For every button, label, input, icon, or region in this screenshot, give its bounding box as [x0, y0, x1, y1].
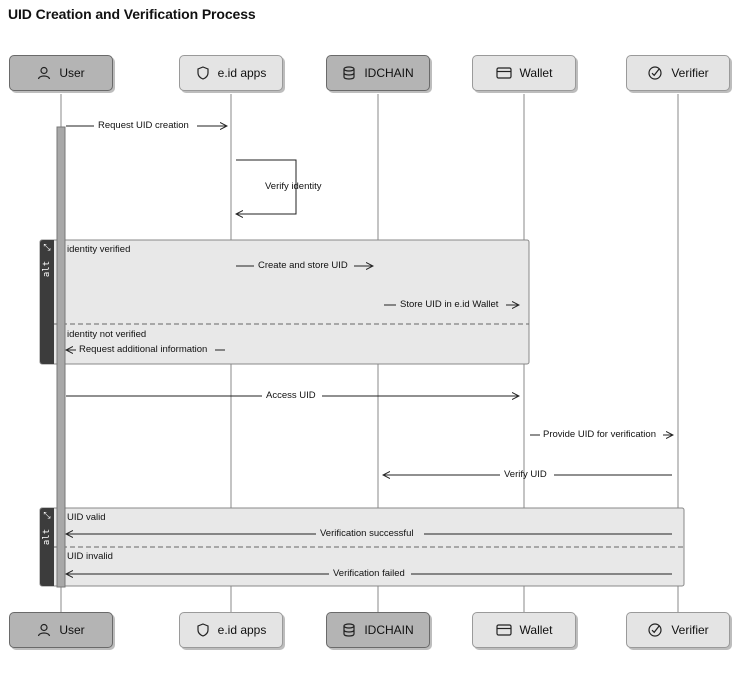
- condition-uid-valid: UID valid: [67, 512, 106, 523]
- alt-tab-2: ⤡ alt: [40, 508, 54, 586]
- expand-icon: ⤡: [43, 242, 51, 252]
- check-circle-icon: [648, 623, 662, 637]
- message-label: Request UID creation: [98, 120, 189, 131]
- message-label: Create and store UID: [258, 260, 348, 271]
- alt-tab-1: ⤡ alt: [40, 240, 54, 364]
- diagram-title: UID Creation and Verification Process: [8, 6, 256, 22]
- participant-wallet-bottom: Wallet: [472, 612, 576, 648]
- condition-uid-invalid: UID invalid: [67, 551, 113, 562]
- message-label: Verification successful: [320, 528, 414, 539]
- shield-icon: [197, 66, 209, 80]
- participant-label: Wallet: [519, 623, 553, 637]
- message-label: Provide UID for verification: [543, 429, 656, 440]
- participant-label: Verifier: [671, 66, 709, 80]
- shield-icon: [197, 623, 209, 637]
- participant-label: User: [59, 66, 85, 80]
- participant-wallet-top: Wallet: [472, 55, 576, 91]
- participant-label: Wallet: [519, 66, 553, 80]
- participant-label: IDCHAIN: [364, 66, 414, 80]
- participant-idchain-top: IDCHAIN: [326, 55, 430, 91]
- participant-label: Verifier: [671, 623, 709, 637]
- participant-eid-apps-bottom: e.id apps: [179, 612, 283, 648]
- user-icon: [38, 623, 51, 637]
- database-icon: [343, 66, 355, 80]
- participant-verifier-bottom: Verifier: [626, 612, 730, 648]
- wallet-icon: [495, 67, 512, 79]
- message-label: Verification failed: [333, 568, 405, 579]
- participant-user-top: User: [9, 55, 113, 91]
- message-label: Request additional information: [79, 344, 208, 355]
- check-circle-icon: [648, 66, 662, 80]
- alt-keyword: alt: [42, 260, 53, 278]
- message-label: Verify identity: [265, 181, 322, 192]
- message-label: Store UID in e.id Wallet: [400, 299, 499, 310]
- condition-identity-not-verified: identity not verified: [67, 329, 147, 340]
- participant-user-bottom: User: [9, 612, 113, 648]
- participant-verifier-top: Verifier: [626, 55, 730, 91]
- user-icon: [38, 66, 51, 80]
- wallet-icon: [495, 624, 512, 636]
- alt-keyword: alt: [42, 528, 53, 546]
- user-activation-bar: [56, 126, 66, 588]
- participant-label: User: [59, 623, 85, 637]
- participant-label: e.id apps: [217, 623, 267, 637]
- participant-eid-apps-top: e.id apps: [179, 55, 283, 91]
- database-icon: [343, 623, 355, 637]
- message-label: Access UID: [266, 390, 316, 401]
- condition-identity-verified: identity verified: [67, 244, 131, 255]
- participant-label: e.id apps: [217, 66, 267, 80]
- participant-label: IDCHAIN: [364, 623, 414, 637]
- expand-icon: ⤡: [43, 510, 51, 520]
- message-label: Verify UID: [504, 469, 547, 480]
- arrow-verify-identity: [236, 159, 297, 214]
- participant-idchain-bottom: IDCHAIN: [326, 612, 430, 648]
